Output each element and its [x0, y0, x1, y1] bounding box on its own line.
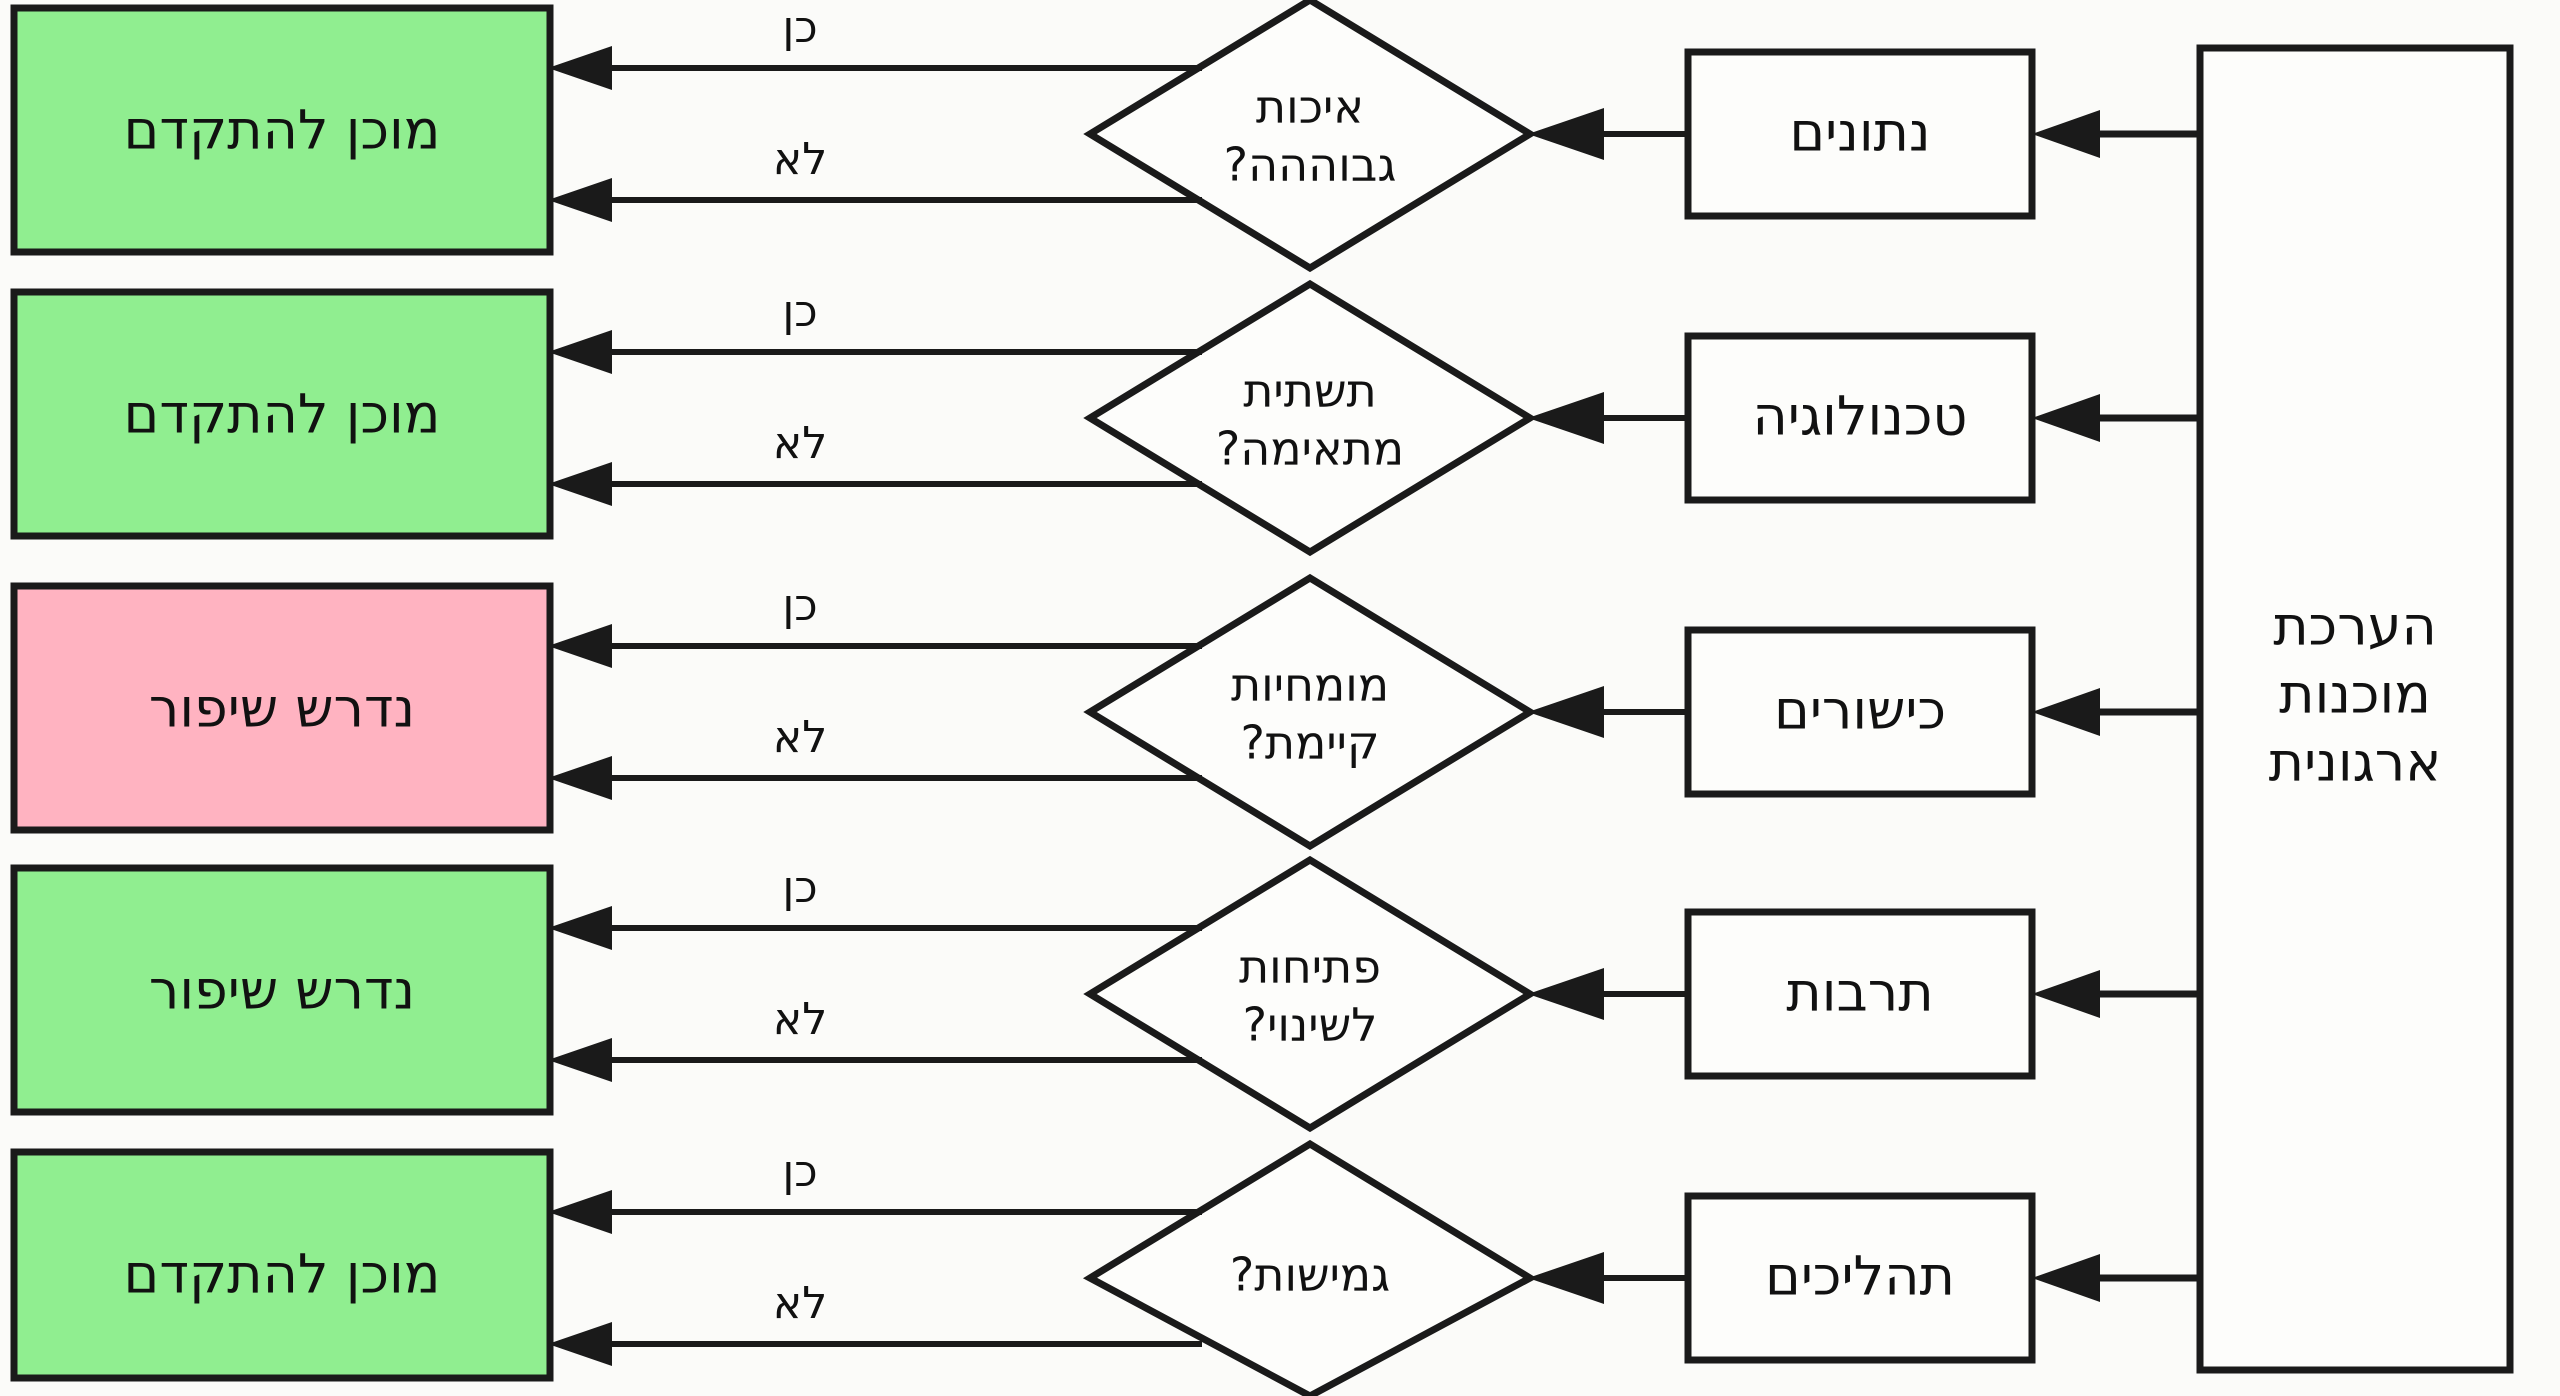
decision-diamond-3 [1083, 573, 1537, 851]
yes-arrow-3 [548, 624, 612, 668]
root-label-line-3: ארגונית [2269, 731, 2442, 794]
cat-decision-arrow-1 [1528, 108, 1604, 160]
category-node-1[interactable]: נתונים [1684, 48, 2036, 220]
trunk-arrow-5 [2032, 1254, 2100, 1302]
category-label-5: תהליכים [1765, 1245, 1955, 1308]
no-arrow-5 [548, 1322, 612, 1366]
root-node-box [2196, 44, 2514, 1374]
no-label-3: לא [773, 712, 827, 763]
no-label-1: לא [773, 134, 827, 185]
trunk-arrow-2 [2032, 394, 2100, 442]
cat-decision-arrow-5 [1528, 1252, 1604, 1304]
cat-decision-arrow-3 [1528, 686, 1604, 738]
yes-label-3: כן [782, 580, 817, 631]
outcome-node-5[interactable]: מוכן להתקדם [10, 1148, 554, 1382]
outcome-label-5: מוכן להתקדם [124, 1243, 441, 1306]
category-label-3: כישורים [1774, 679, 1946, 742]
outcome-box-1 [10, 4, 554, 256]
decision-node-5[interactable]: גמישות? [1082, 1139, 1538, 1396]
cat-decision-arrow-2 [1528, 392, 1604, 444]
yes-label-1: כן [782, 2, 817, 53]
category-node-5[interactable]: תהליכים [1684, 1192, 2036, 1364]
category-box-5 [1684, 1192, 2036, 1364]
outcome-label-2: מוכן להתקדם [124, 383, 441, 446]
root-label-line-1: הערכת [2273, 595, 2437, 658]
no-arrow-1 [548, 178, 612, 222]
decision-node-3[interactable]: מומחיות קיימת? [1083, 573, 1537, 851]
trunk-arrow-3 [2032, 688, 2100, 736]
yes-label-4: כן [782, 862, 817, 913]
decision-node-1[interactable]: איכות גבוההה? [1083, 0, 1537, 273]
outcome-label-1: מוכן להתקדם [124, 99, 441, 162]
decision-label-1-line-2: גבוההה? [1224, 138, 1397, 192]
trunk-arrow-1 [2032, 110, 2100, 158]
trunk-arrow-4 [2032, 970, 2100, 1018]
decision-diamond-5 [1082, 1139, 1538, 1396]
category-to-decision-connectors [1528, 108, 1688, 1304]
branch-edges-4: כן לא [548, 862, 1202, 1082]
category-box-3 [1684, 626, 2036, 798]
yes-label-5: כן [782, 1146, 817, 1197]
no-arrow-4 [548, 1038, 612, 1082]
yes-arrow-4 [548, 906, 612, 950]
outcome-node-3[interactable]: נדרש שיפור [10, 582, 554, 834]
decision-diamond-2 [1083, 279, 1537, 557]
yes-arrow-1 [548, 46, 612, 90]
category-label-4: תרבות [1786, 961, 1933, 1024]
outcome-label-3: נדרש שיפור [149, 677, 415, 740]
category-box-2 [1684, 332, 2036, 504]
decision-label-5-line-1: גמישות? [1230, 1248, 1390, 1302]
branch-edges-1: כן לא [548, 2, 1202, 222]
decision-diamond-4 [1083, 855, 1537, 1133]
no-label-2: לא [773, 418, 827, 469]
category-label-2: טכנולוגיה [1753, 385, 1968, 448]
decision-label-3-line-1: מומחיות [1231, 658, 1389, 712]
outcome-node-2[interactable]: מוכן להתקדם [10, 288, 554, 540]
decision-diamond-1 [1083, 0, 1537, 273]
category-box-4 [1684, 908, 2036, 1080]
category-node-2[interactable]: טכנולוגיה [1684, 332, 2036, 504]
decision-label-2-line-1: תשתית [1243, 364, 1377, 418]
root-node[interactable]: הערכת מוכנות ארגונית [2196, 44, 2514, 1374]
branch-edges-2: כן לא [548, 286, 1202, 506]
yes-arrow-5 [548, 1190, 612, 1234]
category-node-3[interactable]: כישורים [1684, 626, 2036, 798]
trunk-connectors [2032, 110, 2200, 1302]
no-arrow-3 [548, 756, 612, 800]
no-label-5: לא [773, 1278, 827, 1329]
yes-label-2: כן [782, 286, 817, 337]
decision-label-1-line-1: איכות [1256, 80, 1364, 134]
outcome-node-4[interactable]: נדרש שיפור [10, 864, 554, 1116]
branch-edges-5: כן לא [548, 1146, 1202, 1366]
category-label-1: נתונים [1789, 101, 1930, 164]
decision-label-2-line-2: מתאימה? [1216, 422, 1404, 476]
outcome-box-3 [10, 582, 554, 834]
branch-edges-3: כן לא [548, 580, 1202, 800]
outcome-box-5 [10, 1148, 554, 1382]
outcome-node-1[interactable]: מוכן להתקדם [10, 4, 554, 256]
cat-decision-arrow-4 [1528, 968, 1604, 1020]
no-label-4: לא [773, 994, 827, 1045]
decision-label-4-line-2: לשינוי? [1243, 998, 1378, 1052]
decision-node-4[interactable]: פתיחות לשינוי? [1083, 855, 1537, 1133]
decision-label-4-line-1: פתיחות [1239, 940, 1381, 994]
outcome-label-4: נדרש שיפור [149, 959, 415, 1022]
outcome-box-2 [10, 288, 554, 540]
category-node-4[interactable]: תרבות [1684, 908, 2036, 1080]
no-arrow-2 [548, 462, 612, 506]
decision-label-3-line-2: קיימת? [1240, 716, 1379, 770]
outcome-box-4 [10, 864, 554, 1116]
decision-node-2[interactable]: תשתית מתאימה? [1083, 279, 1537, 557]
yes-arrow-2 [548, 330, 612, 374]
root-label-line-2: מוכנות [2279, 663, 2431, 726]
